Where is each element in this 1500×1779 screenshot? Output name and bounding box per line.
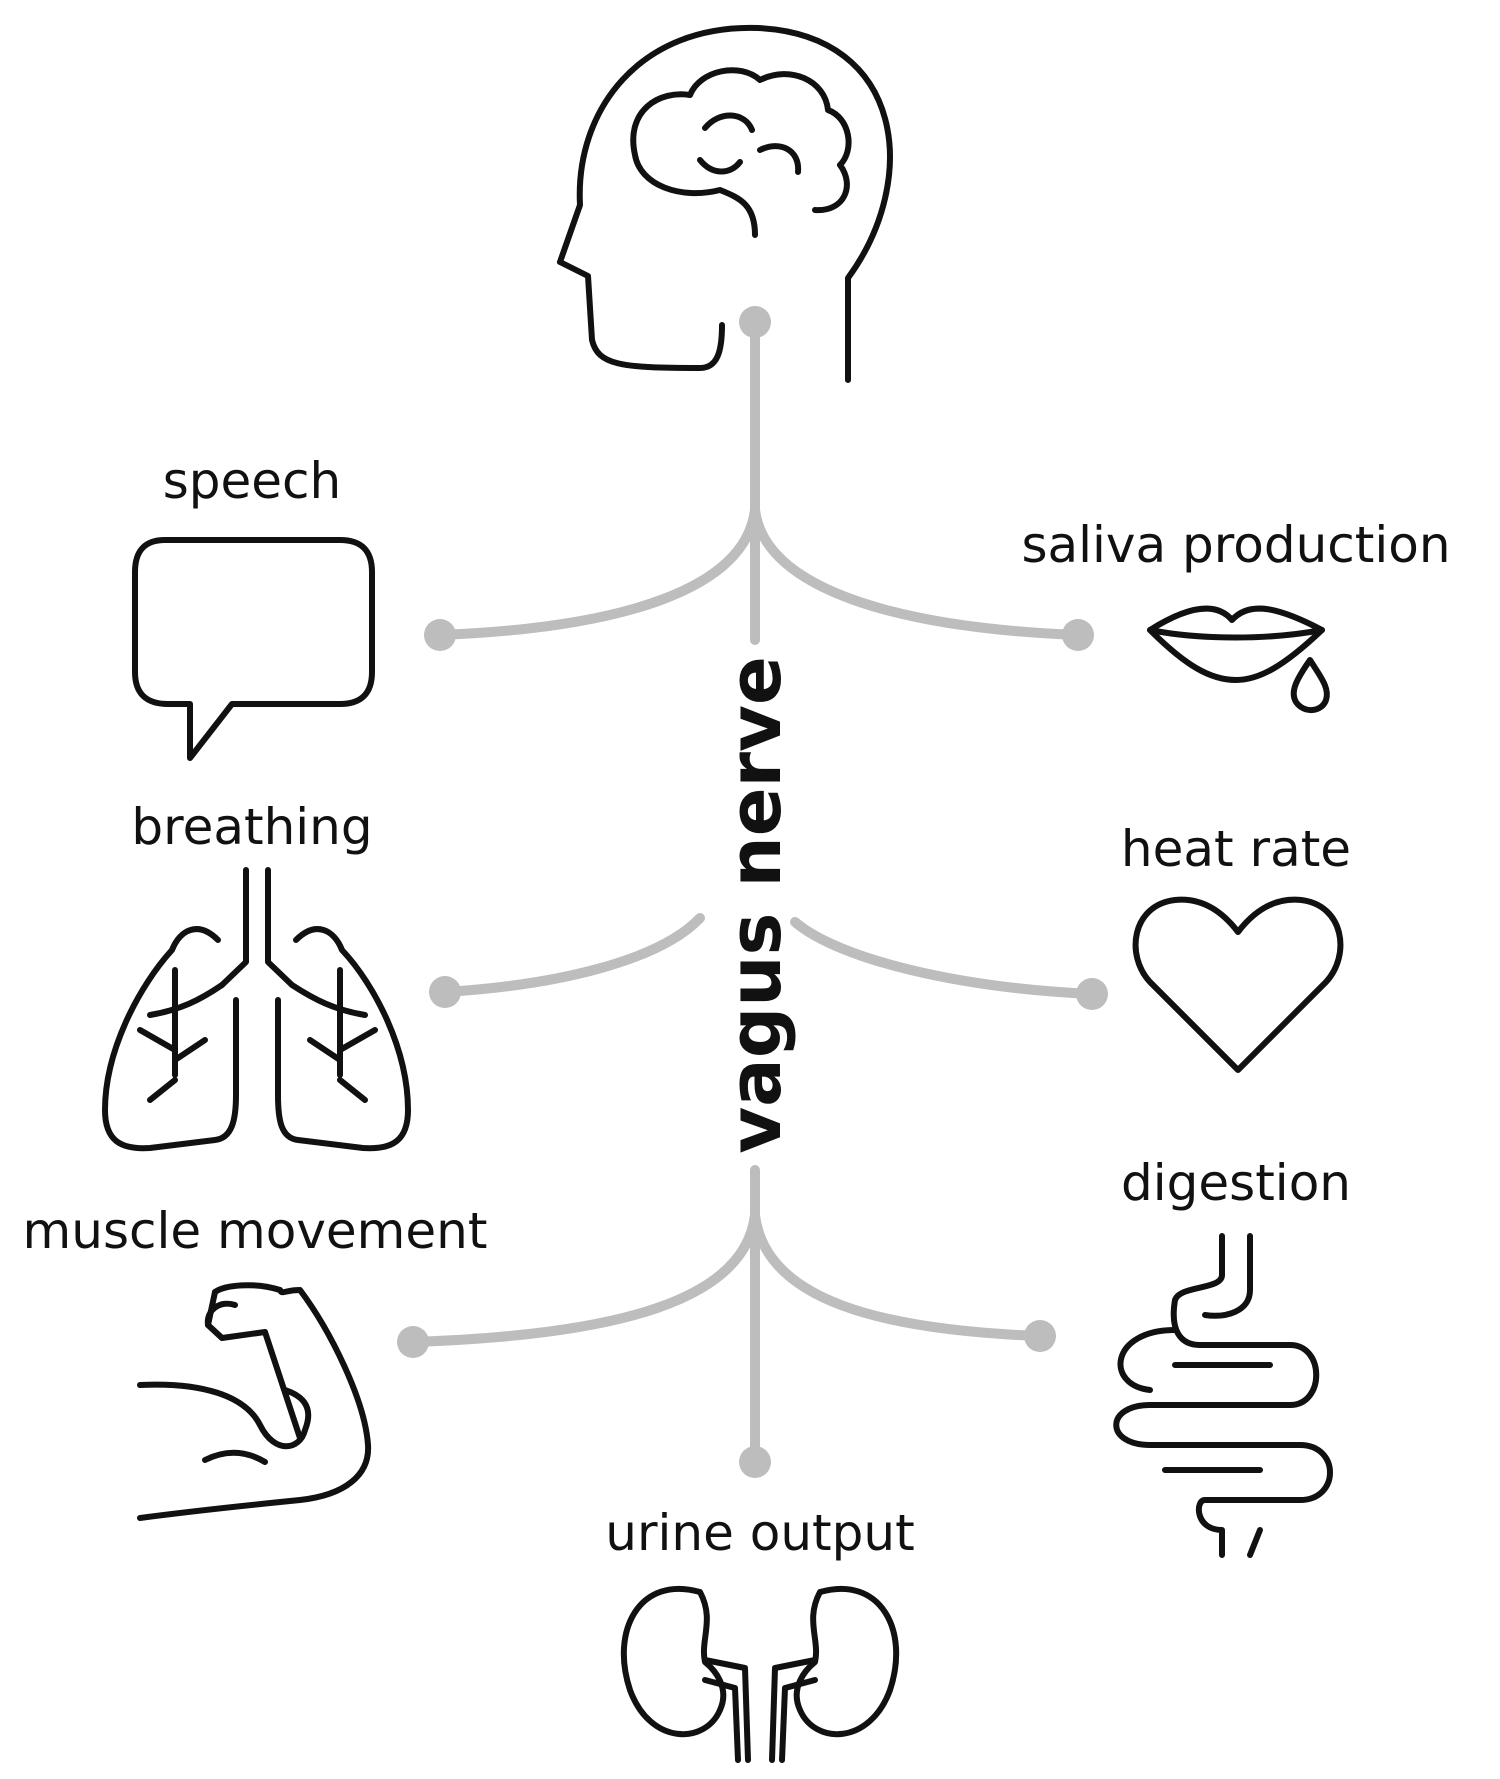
intestines-icon	[1113, 1233, 1333, 1558]
nerve-network	[397, 306, 1108, 1478]
breathing-label: breathing	[131, 798, 372, 856]
lungs-icon	[102, 867, 411, 1152]
nerve-branch-saliva	[750, 505, 1083, 640]
nerve-dot-muscle	[397, 1326, 429, 1358]
digestion-group: digestion	[1113, 1154, 1351, 1558]
vagus-nerve-label: vagus nerve	[713, 656, 797, 1154]
urine-group: urine output	[605, 1504, 915, 1763]
flexed-arm-icon	[137, 1282, 372, 1521]
nerve-dot-saliva	[1062, 619, 1094, 651]
urine-output-label: urine output	[605, 1504, 914, 1562]
muscle-group: muscle movement	[23, 1202, 488, 1521]
nerve-dot-brain	[739, 306, 771, 338]
nerve-branch-heart	[790, 917, 1097, 999]
nerve-dot-heart	[1076, 978, 1108, 1010]
muscle-movement-label: muscle movement	[23, 1202, 488, 1260]
heart-icon	[1132, 896, 1344, 1073]
speech-bubble-icon	[132, 537, 375, 761]
nerve-dot-urine	[739, 1446, 771, 1478]
speech-group: speech	[132, 452, 375, 761]
heart-group: heat rate	[1121, 820, 1351, 1073]
nerve-branch-muscle	[408, 1210, 760, 1347]
nerve-branch-breathing	[440, 913, 705, 997]
saliva-group: saliva production	[1021, 516, 1451, 713]
nerve-branch-digestion	[750, 1210, 1045, 1341]
speech-label: speech	[163, 452, 342, 510]
nerve-dot-digestion	[1024, 1320, 1056, 1352]
kidneys-icon	[620, 1585, 900, 1763]
heart-rate-label: heat rate	[1121, 820, 1351, 878]
saliva-production-label: saliva production	[1021, 516, 1450, 574]
nerve-dot-speech	[424, 619, 456, 651]
breathing-group: breathing	[102, 798, 411, 1152]
digestion-label: digestion	[1121, 1154, 1351, 1212]
lips-drop-icon	[1147, 605, 1330, 713]
nerve-branch-speech	[435, 505, 760, 640]
nerve-dot-breathing	[429, 976, 461, 1008]
head-brain-icon	[557, 24, 893, 383]
